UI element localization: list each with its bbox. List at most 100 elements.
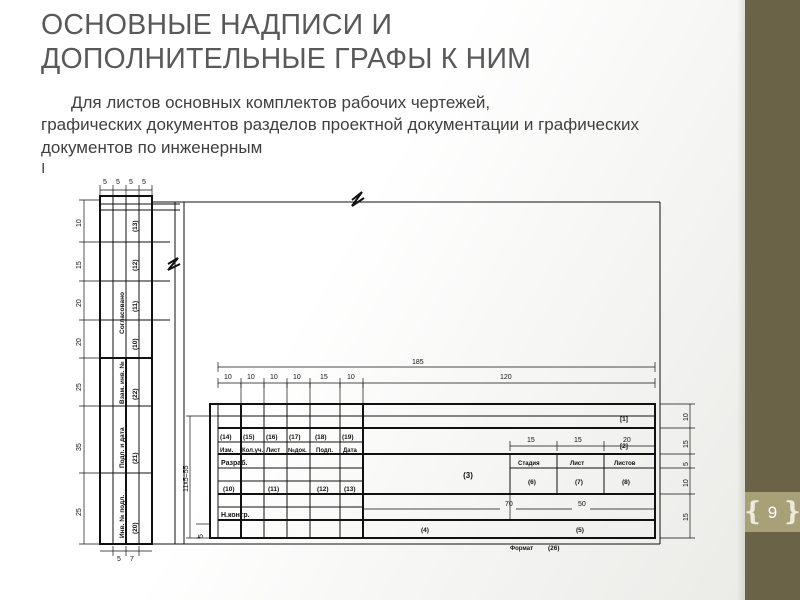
row-tag-1: [1]: [620, 416, 628, 423]
stage-dim-2: 20: [623, 437, 631, 444]
sheet-outline: [152, 191, 661, 545]
tag-14: (14): [220, 434, 232, 441]
bracket-left-icon: ❴: [741, 497, 764, 526]
header-labels-row: Изм. Кол.уч. Лист №док. Подп. Дата: [220, 447, 358, 454]
stage-header-listov: Листов: [614, 461, 636, 467]
vlabel-sogl: Согласовано: [119, 292, 126, 334]
stage-header-stadia: Стадия: [518, 461, 540, 467]
format-tag: (26): [548, 545, 560, 552]
bottom-dim-1: 7: [130, 556, 134, 563]
role-razrab: Разраб.: [221, 459, 248, 467]
vlabel-inv: Инв. № подл.: [119, 495, 126, 538]
tag-13-mid: (13): [344, 486, 356, 493]
break-symbol-top: [351, 191, 365, 207]
center-tag-3: (3): [463, 471, 473, 480]
bottom-dimension-row: 5 7: [100, 546, 152, 563]
col-dim-5: 10: [347, 374, 355, 381]
vertical-labels: Согласовано (13) (12) (11) (10) Взам. ин…: [119, 220, 139, 538]
header-list: Лист: [266, 448, 280, 454]
bracket-right-icon: ❵: [781, 499, 800, 525]
vlabel-tag-20: (20): [132, 522, 139, 534]
vlabel-tag-21: (21): [132, 452, 139, 464]
title-line-1: ОСНОВНЫЕ НАДПИСИ И: [41, 9, 393, 41]
stage-subtable: Стадия Лист Листов (6) (7) (8): [509, 454, 655, 494]
right-dimension-chain: 10 15 5 10 15: [660, 403, 695, 539]
top-dim-1: 5: [116, 179, 120, 186]
right-dim-0: 10: [683, 413, 690, 421]
col-dim-1: 10: [247, 374, 255, 381]
title-line-2: ДОПОЛНИТЕЛЬНЫЕ ГРАФЫ К НИМ: [41, 43, 532, 76]
dim-70: 70: [505, 501, 513, 508]
right-dim-1: 15: [683, 440, 690, 448]
left-column-stack: [99, 195, 180, 545]
right-dim-120: 120: [500, 374, 512, 381]
top-dim-2: 5: [129, 179, 133, 186]
page-number-badge: ❴ 9 ❵: [741, 492, 800, 532]
tag-19: (19): [342, 434, 354, 441]
col-dim-4: 15: [320, 374, 328, 381]
stage-dim-0: 15: [527, 437, 535, 444]
vlabel-tag-22: (22): [132, 388, 139, 400]
right-dim-2: 5: [683, 462, 690, 466]
overall-dimension: 185: [217, 359, 656, 372]
rail-shadow: [737, 0, 745, 600]
column-dimension-row: 10 10 10 10 15 10 120: [217, 374, 656, 404]
tag-15: (15): [243, 434, 255, 441]
tag-11: (11): [268, 486, 279, 493]
col-dim-3: 10: [293, 374, 301, 381]
stage-tag-8: (8): [622, 479, 630, 486]
stage-tag-7: (7): [575, 479, 583, 486]
left-dim-4: 25: [76, 383, 83, 391]
col-dim-0: 10: [224, 374, 232, 381]
body-line-4: |: [41, 160, 46, 174]
tag-18: (18): [315, 434, 327, 441]
overall-dim: 185: [412, 359, 424, 366]
role-nkontr: Н.контр.: [221, 512, 250, 519]
right-dim-3: 10: [683, 479, 690, 487]
stage-dim-1: 15: [574, 437, 582, 444]
tag-10: (10): [223, 486, 235, 493]
slide-body-text: Для листов основных комплектов рабочих ч…: [41, 92, 701, 173]
tag-numbers-top: (14) (15) (16) (17) (18) (19): [220, 434, 354, 441]
bottom-dim-0: 5: [117, 556, 121, 563]
vlabel-tag-10: (10): [132, 338, 139, 350]
break-symbol-left: [167, 257, 181, 271]
tag-numbers-mid: (10) (11) (12) (13): [223, 486, 356, 493]
format-row: Формат (26): [510, 545, 560, 552]
dim-50: 50: [578, 501, 586, 508]
vlabel-tag-12: (12): [132, 259, 139, 271]
page-number: 9: [767, 502, 778, 522]
vlabel-tag-13: (13): [132, 220, 139, 232]
tag-4: (4): [421, 527, 429, 534]
stage-header-list: Лист: [570, 461, 584, 467]
tag-12: (12): [317, 486, 329, 493]
tag-17: (17): [289, 434, 301, 441]
height-note: 11х5=55: [183, 465, 190, 492]
header-podp: Подп.: [316, 448, 333, 454]
vlabel-vzam: Взам. инв. №: [119, 361, 126, 404]
left-dimension-chain: 10 15 20 20 25 35 25: [76, 199, 100, 545]
vlabel-tag-11: (11): [132, 301, 139, 312]
left-dim-6: 25: [76, 508, 83, 516]
stage-tag-6: (6): [528, 479, 536, 486]
header-izm: Изм.: [220, 448, 234, 454]
left-dim-5: 35: [76, 443, 83, 451]
body-line-2: графических документов разделов проектно…: [41, 115, 403, 135]
title-block-frame: [209, 403, 656, 539]
left-dim-2: 20: [76, 299, 83, 307]
left-dim-3: 20: [76, 338, 83, 346]
body-line-1: Для листов основных комплектов рабочих ч…: [71, 93, 491, 112]
body-line-3: документации и графических документов по…: [41, 115, 639, 157]
vlabel-podp: Подп. и дата: [119, 427, 126, 468]
left-dim-1: 15: [76, 261, 83, 269]
format-label: Формат: [510, 546, 533, 552]
right-dim-4: 15: [683, 513, 690, 521]
top-dim-3: 5: [142, 179, 146, 186]
row-tag-2: [2]: [620, 443, 628, 450]
top-dim-0: 5: [103, 179, 107, 186]
header-koluch: Кол.уч.: [242, 448, 263, 454]
small-note: 5: [198, 534, 205, 538]
header-data: Дата: [343, 448, 358, 454]
slide-title: ОСНОВНЫЕ НАДПИСИ И ДОПОЛНИТЕЛЬНЫЕ ГРАФЫ …: [41, 8, 681, 76]
